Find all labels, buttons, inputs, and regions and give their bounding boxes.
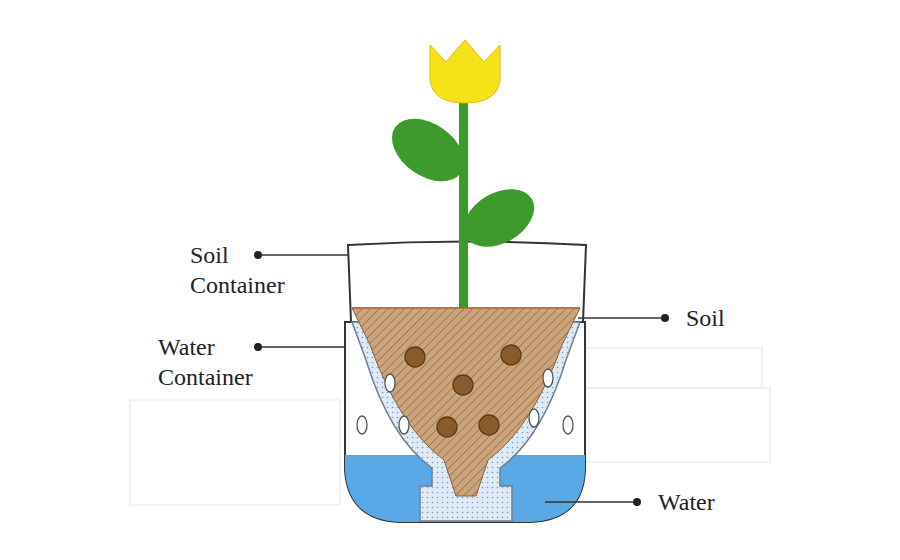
- blank-box: [584, 388, 770, 462]
- part-label: Water: [658, 487, 838, 517]
- blank-box: [582, 348, 762, 388]
- leader-dots: [254, 251, 669, 506]
- leader-lines: [258, 255, 665, 502]
- part-label: Soil: [686, 303, 866, 333]
- leaf: [380, 106, 475, 194]
- plant-stem: [459, 95, 468, 308]
- soil: [352, 308, 580, 496]
- part-label: Water Container: [158, 332, 288, 392]
- blank-box: [130, 400, 340, 505]
- tulip-flower: [430, 40, 500, 103]
- soil-granules: [405, 345, 521, 437]
- holes: [357, 369, 573, 434]
- part-label: Soil Container: [190, 240, 320, 300]
- leaf: [454, 177, 545, 258]
